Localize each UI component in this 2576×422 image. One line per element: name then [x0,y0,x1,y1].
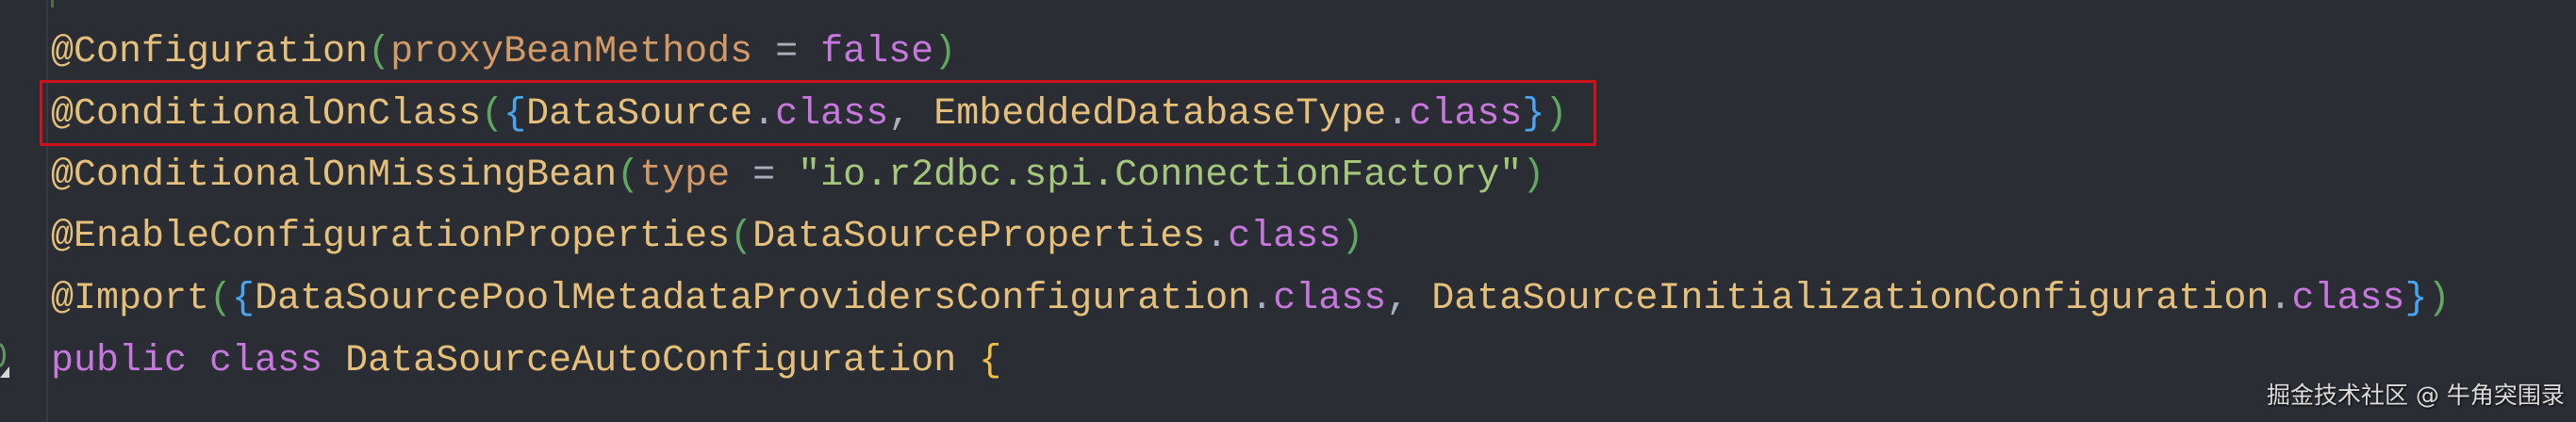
code-token-ann: @Import [51,278,210,320]
code-token-paren: ) [933,31,957,73]
code-token-op [322,340,345,382]
code-editor[interactable]: @Configuration(proxyBeanMethods = false)… [51,0,2576,422]
code-token-class: DataSourcePoolMetadataProvidersConfigura… [255,278,1251,320]
code-token-kw: class [1273,278,1387,320]
code-token-ann: @EnableConfigurationProperties [51,216,731,258]
code-token-brace: } [1522,93,1545,136]
code-token-punct: , [888,93,934,136]
gutter-divider [46,0,48,422]
code-line-4[interactable]: @EnableConfigurationProperties(DataSourc… [51,211,1363,264]
code-token-paren: ) [1522,154,1545,197]
code-token-gold: { [979,340,1002,382]
code-token-brace: { [504,93,527,136]
code-token-paren: ) [2427,278,2451,320]
code-token-ann: @ConditionalOnClass [51,93,482,136]
watermark: 掘金技术社区 @ 牛角突围录 [2267,381,2565,409]
code-token-class: DataSourceAutoConfiguration [345,340,957,382]
code-token-kw: class [775,93,889,136]
vcs-change-marker [51,0,54,8]
code-token-ann: @Configuration [51,31,369,73]
code-token-kw: class [2291,278,2405,320]
run-gutter-triangle-icon [0,366,9,378]
code-token-punct: . [1205,216,1229,258]
code-token-brace: { [232,278,256,320]
code-line-1[interactable]: @Configuration(proxyBeanMethods = false) [51,26,956,79]
highlight-annotation-box [40,80,1596,146]
code-token-punct: . [752,93,776,136]
code-token-punct: , [1386,278,1432,320]
code-token-class: DataSourceInitializationConfiguration [1431,278,2270,320]
editor-gutter [0,0,46,422]
code-token-class: DataSource [526,93,753,136]
code-token-str: "io.r2dbc.spi.ConnectionFactory" [798,154,1523,197]
run-gutter-icon[interactable] [0,343,6,367]
code-token-op [956,340,979,382]
code-token-paren: ) [1544,93,1568,136]
code-token-param: type [639,154,731,197]
code-token-class: EmbeddedDatabaseType [933,93,1387,136]
code-token-brace: } [2404,278,2428,320]
code-line-3[interactable]: @ConditionalOnMissingBean(type = "io.r2d… [51,150,1544,203]
code-token-paren: ( [209,278,233,320]
code-line-6[interactable]: public class DataSourceAutoConfiguration… [51,335,1001,388]
code-token-punct: . [2269,278,2292,320]
code-token-kw: class [1228,216,1342,258]
code-token-punct: . [1250,278,1274,320]
code-token-op [187,340,209,382]
code-token-paren: ) [1341,216,1364,258]
code-token-ann: @ConditionalOnMissingBean [51,154,618,197]
code-token-paren: ( [368,31,391,73]
code-line-5[interactable]: @Import({DataSourcePoolMetadataProviders… [51,273,2451,326]
code-token-op: = [730,154,799,197]
code-token-class: DataSourceProperties [752,216,1206,258]
code-token-paren: ( [730,216,753,258]
code-token-kw: class [1409,93,1523,136]
code-line-2[interactable]: @ConditionalOnClass({DataSource.class, E… [51,89,1567,141]
code-token-paren: ( [617,154,640,197]
code-token-kw: public [51,340,188,382]
code-token-paren: ( [481,93,504,136]
code-token-punct: . [1386,93,1410,136]
code-token-kw: class [209,340,323,382]
code-token-param: proxyBeanMethods [390,31,753,73]
code-token-op: = [752,31,821,73]
code-token-kw: false [820,31,934,73]
